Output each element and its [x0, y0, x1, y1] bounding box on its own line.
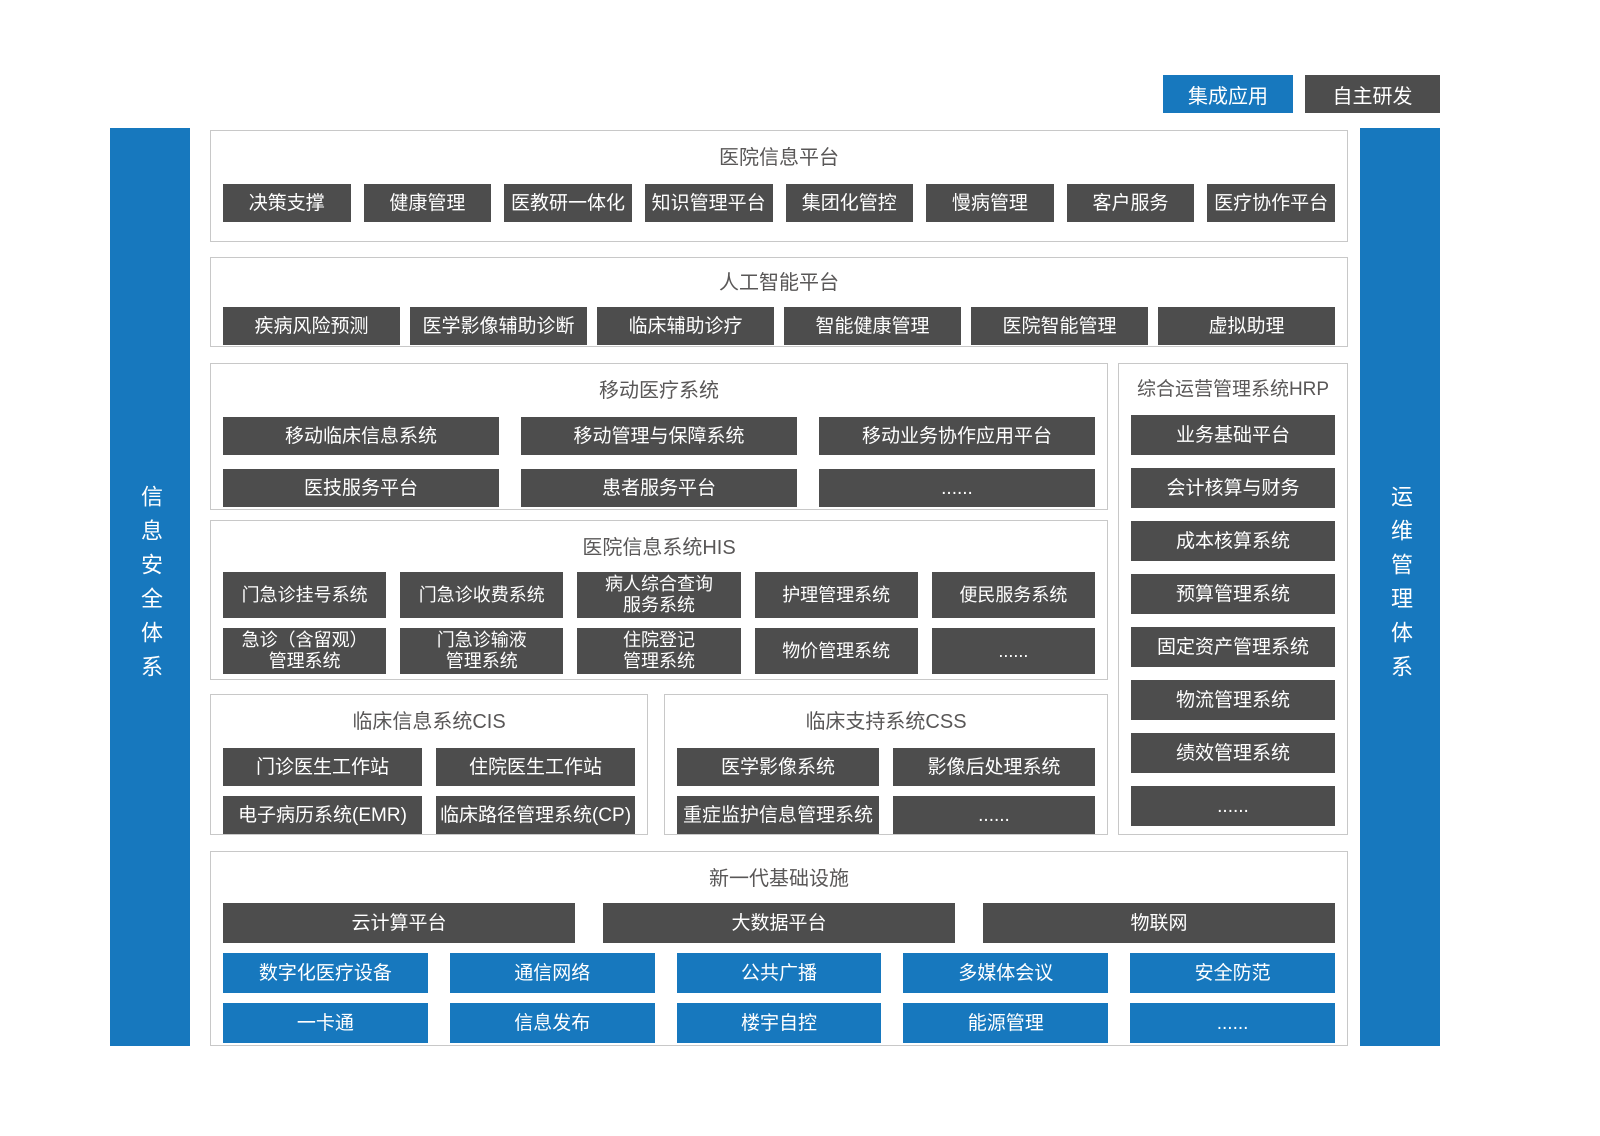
infra-item: 数字化医疗设备	[223, 953, 428, 993]
cis-item: 临床路径管理系统(CP)	[436, 796, 635, 834]
hrp-item: 固定资产管理系统	[1131, 627, 1335, 667]
cis-item: 电子病历系统(EMR)	[223, 796, 422, 834]
his-item: 便民服务系统	[931, 572, 1095, 618]
cis-row-2: 电子病历系统(EMR) 临床路径管理系统(CP)	[223, 796, 635, 834]
platform-item: 知识管理平台	[644, 184, 773, 222]
ai-item: 智能健康管理	[784, 307, 961, 345]
his-item: 门急诊收费系统	[400, 572, 564, 618]
infra-blue-row-1: 数字化医疗设备通信网络公共广播多媒体会议安全防范	[223, 953, 1335, 993]
ai-item: 虚拟助理	[1158, 307, 1335, 345]
infra-item: 能源管理	[903, 1003, 1109, 1043]
infra-item: 公共广播	[676, 953, 882, 993]
platform-item: 决策支撑	[223, 184, 351, 222]
mobile-item: 患者服务平台	[521, 469, 797, 507]
his-item: 门急诊挂号系统	[223, 572, 387, 618]
platform-item: 医疗协作平台	[1207, 184, 1335, 222]
platform-item: 慢病管理	[926, 184, 1054, 222]
css-row-1: 医学影像系统影像后处理系统	[677, 748, 1095, 786]
cis-item: 住院医生工作站	[436, 748, 635, 786]
css-item: 医学影像系统	[677, 748, 879, 786]
infra-item: 云计算平台	[223, 903, 575, 943]
his-item: ......	[931, 628, 1095, 674]
legend-integrated-app: 集成应用	[1163, 75, 1293, 113]
section-title: 医院信息系统HIS	[582, 537, 736, 559]
his-item: 住院登记 管理系统	[577, 628, 741, 674]
css-row-2: 重症监护信息管理系统......	[677, 796, 1095, 834]
hrp-item: 业务基础平台	[1131, 415, 1335, 455]
mobile-item: ......	[819, 469, 1095, 507]
legend-self-developed: 自主研发	[1305, 75, 1440, 113]
ai-items: 疾病风险预测医学影像辅助诊断临床辅助诊疗智能健康管理医院智能管理虚拟助理	[223, 307, 1335, 345]
ai-item: 医院智能管理	[971, 307, 1148, 345]
platform-item: 客户服务	[1066, 184, 1195, 222]
section-mobile-medical: 移动医疗系统 移动临床信息系统移动管理与保障系统移动业务协作应用平台 医技服务平…	[210, 363, 1108, 510]
ai-item: 医学影像辅助诊断	[410, 307, 587, 345]
infra-item: 大数据平台	[603, 903, 955, 943]
section-his: 医院信息系统HIS 门急诊挂号系统门急诊收费系统病人综合查询 服务系统护理管理系…	[210, 520, 1108, 680]
section-hrp: 综合运营管理系统HRP 业务基础平台会计核算与财务成本核算系统预算管理系统固定资…	[1118, 363, 1348, 835]
infra-item: 安全防范	[1130, 953, 1335, 993]
infra-item: 物联网	[983, 903, 1335, 943]
platform-items: 决策支撑健康管理医教研一体化知识管理平台集团化管控慢病管理客户服务医疗协作平台	[223, 184, 1335, 222]
hrp-item: 成本核算系统	[1131, 521, 1335, 561]
hrp-item: ......	[1131, 786, 1335, 826]
css-item: 重症监护信息管理系统	[677, 796, 879, 834]
his-item: 病人综合查询 服务系统	[577, 572, 741, 618]
platform-item: 集团化管控	[785, 184, 914, 222]
hrp-item: 会计核算与财务	[1131, 468, 1335, 508]
hrp-item: 绩效管理系统	[1131, 733, 1335, 773]
infra-item: 楼宇自控	[676, 1003, 882, 1043]
section-title: 临床支持系统CSS	[805, 711, 967, 733]
section-title: 新一代基础设施	[709, 868, 849, 890]
cis-row-1: 门诊医生工作站住院医生工作站	[223, 748, 635, 786]
section-title: 医院信息平台	[719, 147, 839, 169]
his-item: 门急诊输液 管理系统	[400, 628, 564, 674]
his-row-2: 急诊（含留观） 管理系统门急诊输液 管理系统住院登记 管理系统物价管理系统...…	[223, 628, 1095, 674]
hrp-item: 物流管理系统	[1131, 680, 1335, 720]
hrp-item: 预算管理系统	[1131, 574, 1335, 614]
mobile-row-2: 医技服务平台患者服务平台......	[223, 469, 1095, 507]
platform-item: 医教研一体化	[504, 184, 632, 222]
cis-item: 门诊医生工作站	[223, 748, 422, 786]
infra-blue-row-2: 一卡通信息发布楼宇自控能源管理......	[223, 1003, 1335, 1043]
section-cis: 临床信息系统CIS 门诊医生工作站住院医生工作站 电子病历系统(EMR) 临床路径…	[210, 694, 648, 835]
mobile-item: 移动临床信息系统	[223, 417, 499, 455]
mobile-row-1: 移动临床信息系统移动管理与保障系统移动业务协作应用平台	[223, 417, 1095, 455]
his-item: 急诊（含留观） 管理系统	[223, 628, 387, 674]
platform-item: 健康管理	[363, 184, 492, 222]
ops-management-sidebar: 运维管理体系	[1360, 128, 1440, 1046]
section-title: 移动医疗系统	[599, 380, 719, 402]
hrp-items: 业务基础平台会计核算与财务成本核算系统预算管理系统固定资产管理系统物流管理系统绩…	[1131, 415, 1335, 826]
infra-item: 一卡通	[223, 1003, 428, 1043]
section-title: 综合运营管理系统HRP	[1136, 379, 1330, 400]
infra-item: 信息发布	[449, 1003, 655, 1043]
infra-dark-row: 云计算平台大数据平台物联网	[223, 903, 1335, 943]
ai-item: 疾病风险预测	[223, 307, 400, 345]
section-title: 人工智能平台	[719, 272, 839, 294]
info-security-label: 信息安全体系	[138, 485, 163, 689]
mobile-item: 移动管理与保障系统	[521, 417, 797, 455]
mobile-item: 移动业务协作应用平台	[819, 417, 1095, 455]
section-hospital-info-platform: 医院信息平台 决策支撑健康管理医教研一体化知识管理平台集团化管控慢病管理客户服务…	[210, 130, 1348, 242]
section-title: 临床信息系统CIS	[352, 711, 506, 733]
infra-item: 多媒体会议	[903, 953, 1109, 993]
css-item: ......	[893, 796, 1095, 834]
infra-item: 通信网络	[449, 953, 655, 993]
his-item: 物价管理系统	[754, 628, 918, 674]
mobile-item: 医技服务平台	[223, 469, 499, 507]
his-item: 护理管理系统	[754, 572, 918, 618]
section-infrastructure: 新一代基础设施 云计算平台大数据平台物联网 数字化医疗设备通信网络公共广播多媒体…	[210, 851, 1348, 1046]
section-ai-platform: 人工智能平台 疾病风险预测医学影像辅助诊断临床辅助诊疗智能健康管理医院智能管理虚…	[210, 257, 1348, 347]
ai-item: 临床辅助诊疗	[597, 307, 774, 345]
ops-management-label: 运维管理体系	[1388, 485, 1413, 689]
his-row-1: 门急诊挂号系统门急诊收费系统病人综合查询 服务系统护理管理系统便民服务系统	[223, 572, 1095, 618]
info-security-sidebar: 信息安全体系	[110, 128, 190, 1046]
css-item: 影像后处理系统	[893, 748, 1095, 786]
infra-item: ......	[1130, 1003, 1335, 1043]
section-css: 临床支持系统CSS 医学影像系统影像后处理系统 重症监护信息管理系统......	[664, 694, 1108, 835]
